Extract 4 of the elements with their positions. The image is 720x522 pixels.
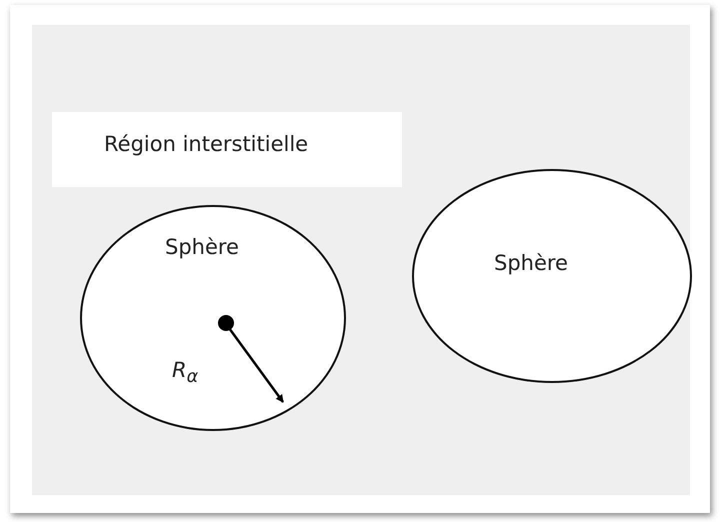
region-label: Région interstitielle [104, 132, 308, 156]
sphere-label: Sphère [494, 251, 568, 275]
sphere-label: Sphère [165, 235, 239, 259]
radius-label: R$_{α}$ [172, 358, 198, 388]
